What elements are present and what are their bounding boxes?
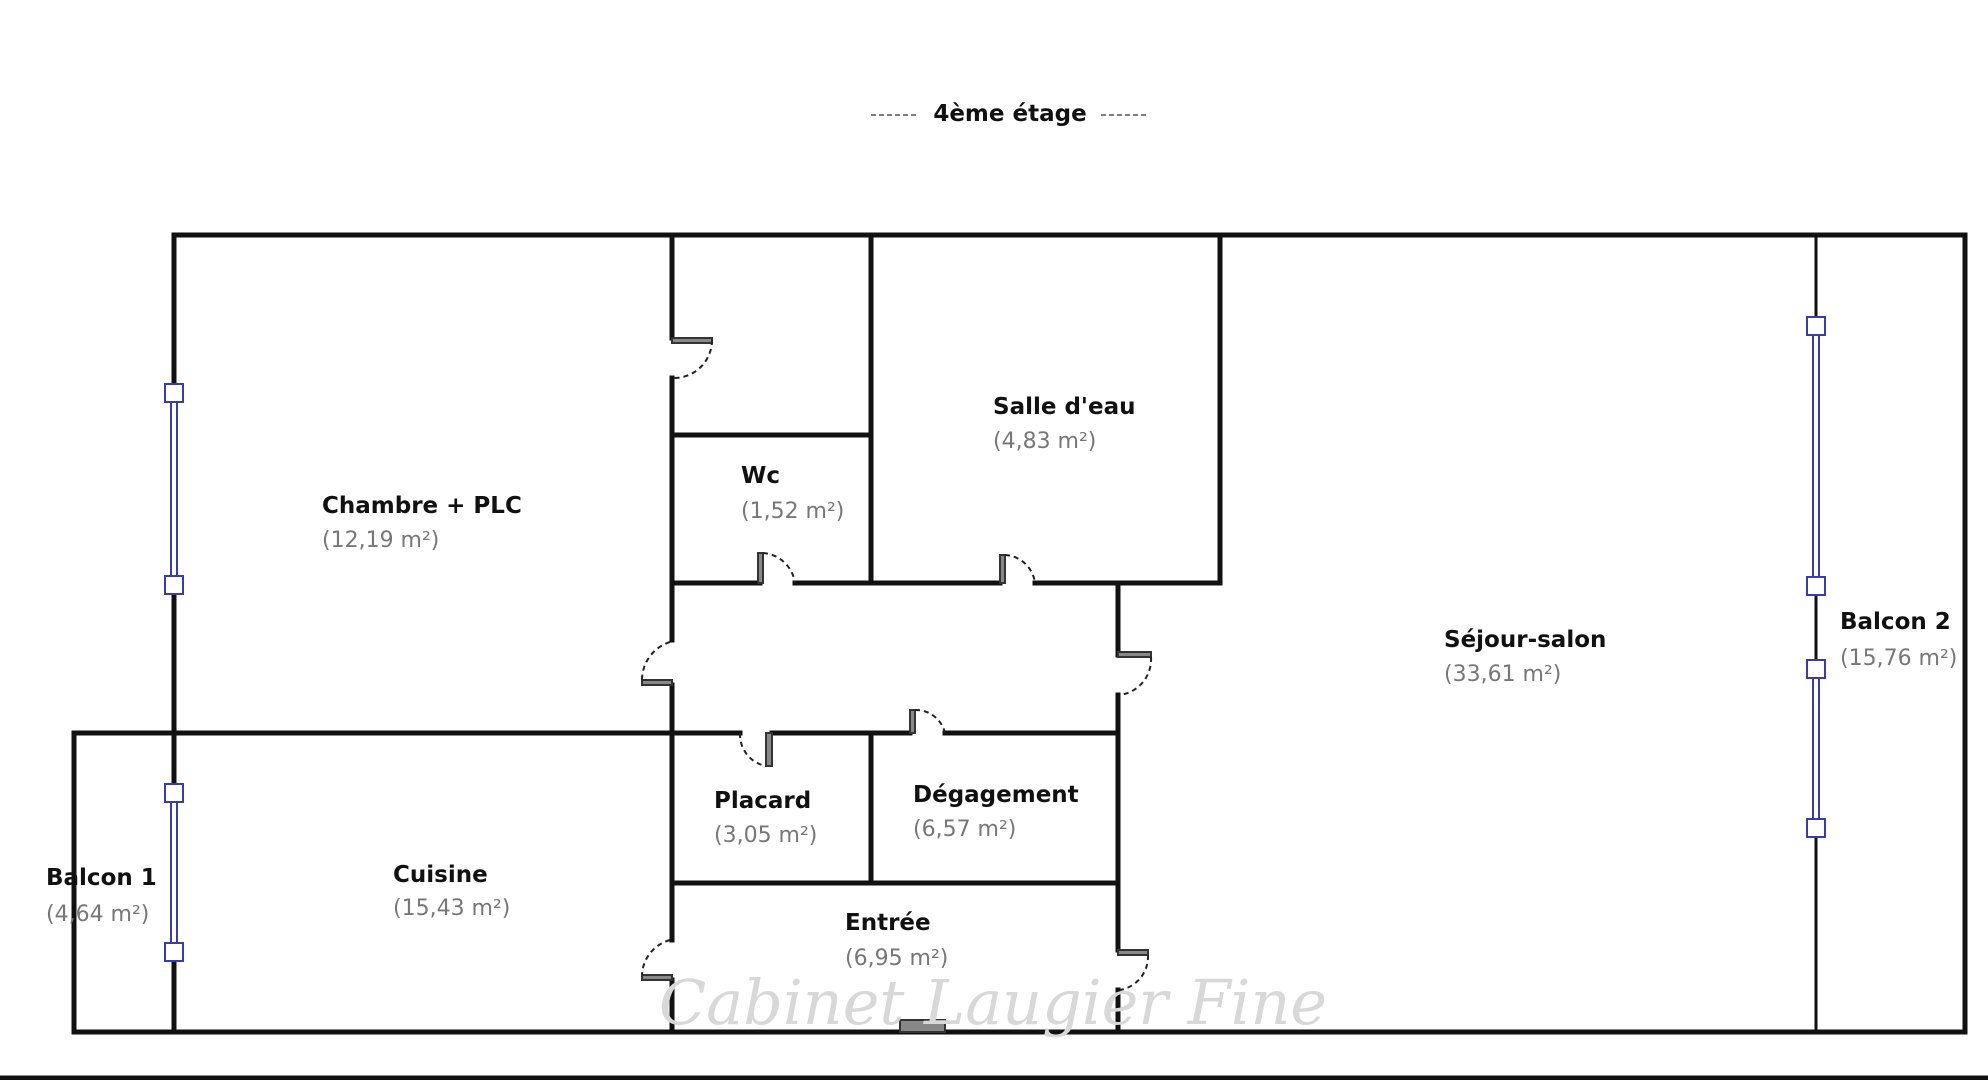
room-area-degagement: (6,57 m²) [913, 817, 1016, 842]
doors [641, 337, 1153, 1033]
room-name-wc: Wc [741, 463, 780, 489]
room-name-placard: Placard [714, 788, 811, 814]
room-name-balcon2: Balcon 2 [1840, 609, 1951, 635]
room-area-salle-eau: (4,83 m²) [993, 429, 1096, 454]
watermark: Cabinet Laugier Fine [659, 966, 1327, 1039]
room-area-balcon2: (15,76 m²) [1840, 646, 1957, 671]
room-name-balcon1: Balcon 1 [46, 865, 157, 891]
room-name-degagement: Dégagement [913, 782, 1079, 808]
window-cuisine [164, 783, 184, 962]
window-chambre [164, 383, 184, 595]
floor-title: 4ème étage [933, 101, 1086, 127]
room-area-sejour: (33,61 m²) [1444, 662, 1561, 687]
room-name-entree: Entrée [845, 910, 931, 936]
room-area-balcon1: (4,64 m²) [46, 902, 149, 927]
room-area-chambre: (12,19 m²) [322, 528, 439, 553]
room-name-chambre: Chambre + PLC [322, 493, 522, 519]
walls [0, 232, 1988, 1080]
room-name-cuisine: Cuisine [393, 862, 488, 888]
room-name-salle-eau: Salle d'eau [993, 394, 1135, 420]
room-area-cuisine: (15,43 m²) [393, 896, 510, 921]
window-sejour-upper [1806, 316, 1826, 596]
room-area-entree: (6,95 m²) [845, 946, 948, 971]
window-sejour-lower [1806, 659, 1826, 838]
room-name-sejour: Séjour-salon [1444, 627, 1606, 653]
room-area-wc: (1,52 m²) [741, 499, 844, 524]
room-area-placard: (3,05 m²) [714, 823, 817, 848]
